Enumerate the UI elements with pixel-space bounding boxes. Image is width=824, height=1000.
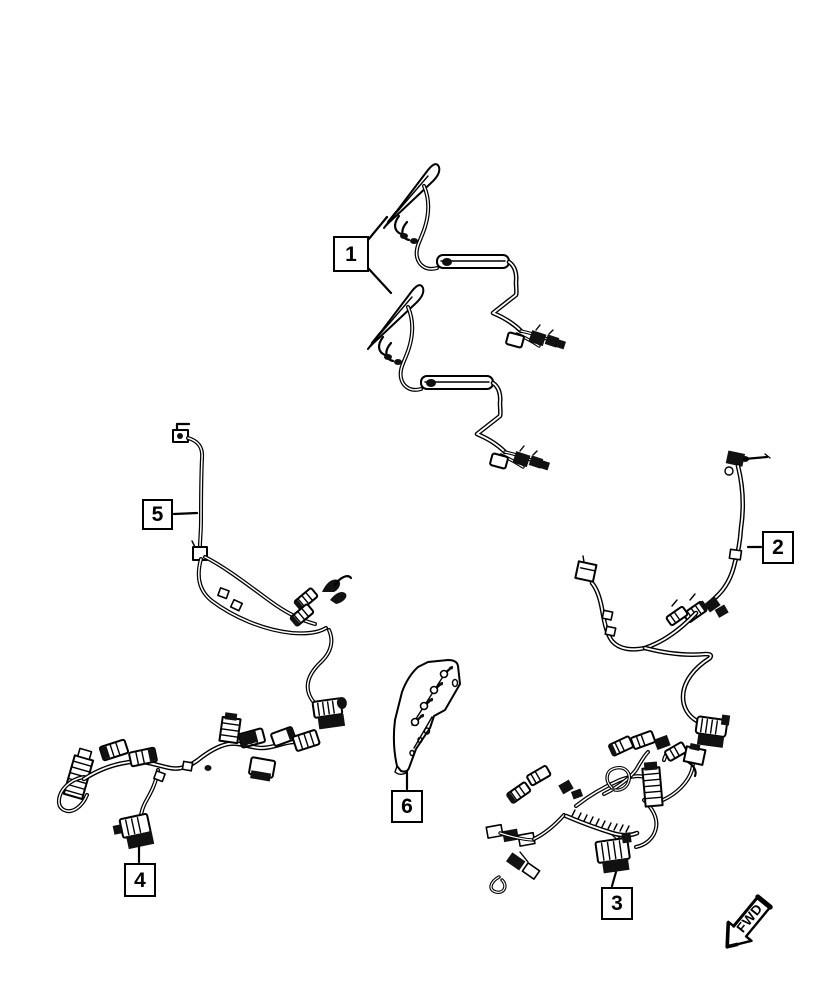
bracket-drawing [392,659,461,775]
callout-box-5[interactable]: 5 [142,499,173,530]
leader-lines [137,215,763,888]
callout-box-6[interactable]: 6 [391,790,423,823]
callout-box-2[interactable]: 2 [762,531,794,564]
callout-label-6: 6 [401,795,413,818]
callout-box-4[interactable]: 4 [124,863,156,897]
callout-box-1[interactable]: 1 [333,236,369,272]
leader-callout-3 [610,870,618,888]
callout-label-3: 3 [611,892,623,915]
harness-5-drawing [172,422,353,730]
callout-label-5: 5 [151,503,164,526]
callout-label-4: 4 [134,868,146,892]
callout-box-3[interactable]: 3 [601,887,633,920]
leader-callout-1-lower [366,266,393,295]
fwd-arrow: FWD [725,894,773,949]
callout-label-2: 2 [772,536,784,559]
harness-2-drawing [574,450,771,748]
harness-1-drawing [368,164,566,470]
callout-label-1: 1 [345,242,357,266]
leader-callout-5 [172,511,199,516]
leader-callout-1-upper [366,215,389,242]
harness-3-drawing [485,730,707,894]
harness-4-drawing [57,712,321,850]
